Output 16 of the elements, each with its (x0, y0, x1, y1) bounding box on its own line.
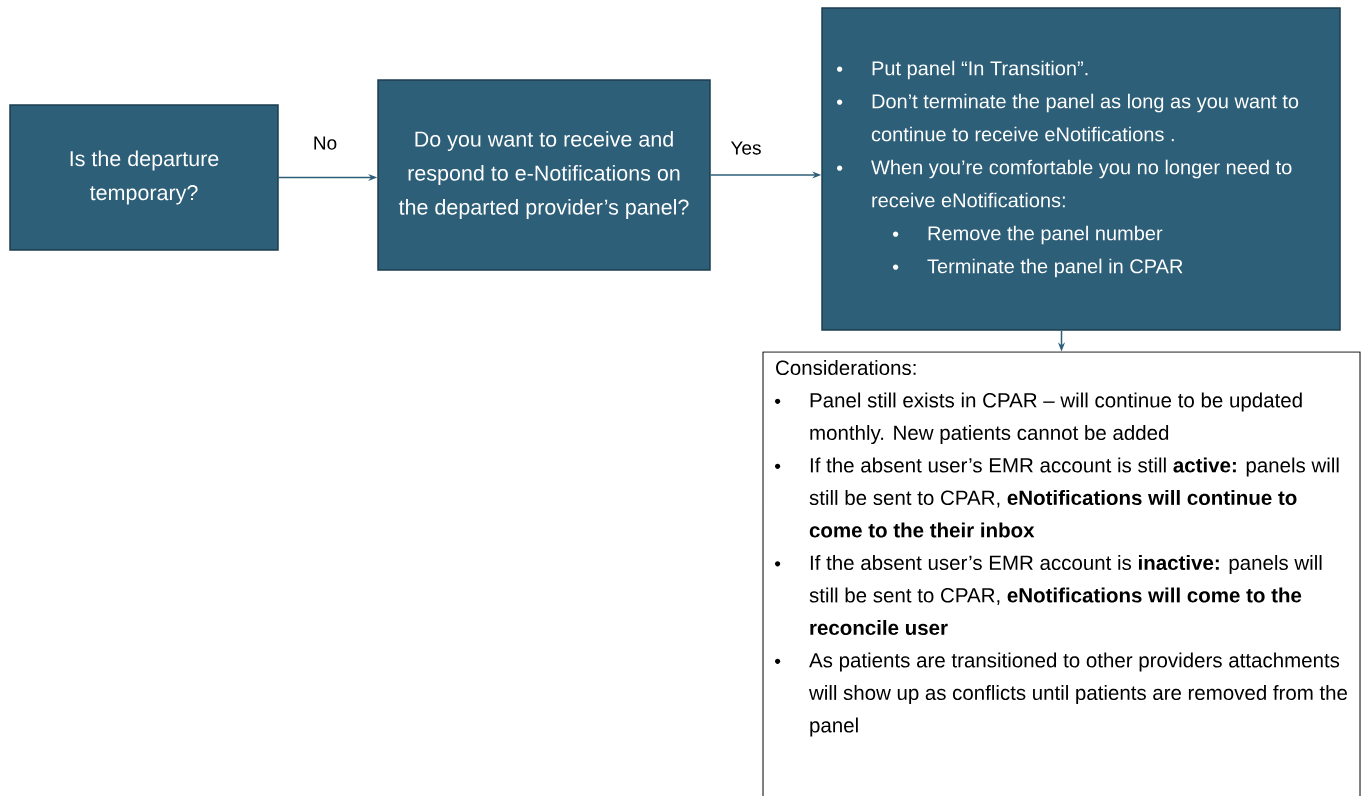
bullet-item: Put panel “In Transition”. (837, 60, 1088, 80)
edge-label: No (314, 136, 337, 150)
bullet-item: Don’t terminate the panel as long as you want to continue to receive eNotifications . (837, 93, 1299, 142)
edge-label: Yes (730, 141, 761, 155)
question-text: Do you want to receive and respond to e-Notifications on the departed provider’s panel? (398, 131, 689, 220)
bullet-item: Remove the panel number (893, 225, 1163, 245)
bullet-item: When you’re comfortable you no longer need to receive eNotifications: (837, 159, 1292, 208)
process-box (9, 104, 279, 251)
process-box (377, 79, 711, 271)
bullet-item: If the absent user’s EMR account is inactive: panels will still be sent to CPAR, eNotifications will come to the reconcile user (775, 555, 1322, 636)
bullet-item: Terminate the panel in CPAR (893, 258, 1183, 278)
bullet-item: As patients are transitioned to other providers attachments will show up as conflicts until patients are removed from the panel (775, 652, 1347, 737)
note-box (762, 351, 1361, 796)
heading-text: Considerations: (776, 360, 916, 376)
process-box (821, 7, 1341, 331)
question-text: Is the departure temporary? (70, 150, 219, 205)
